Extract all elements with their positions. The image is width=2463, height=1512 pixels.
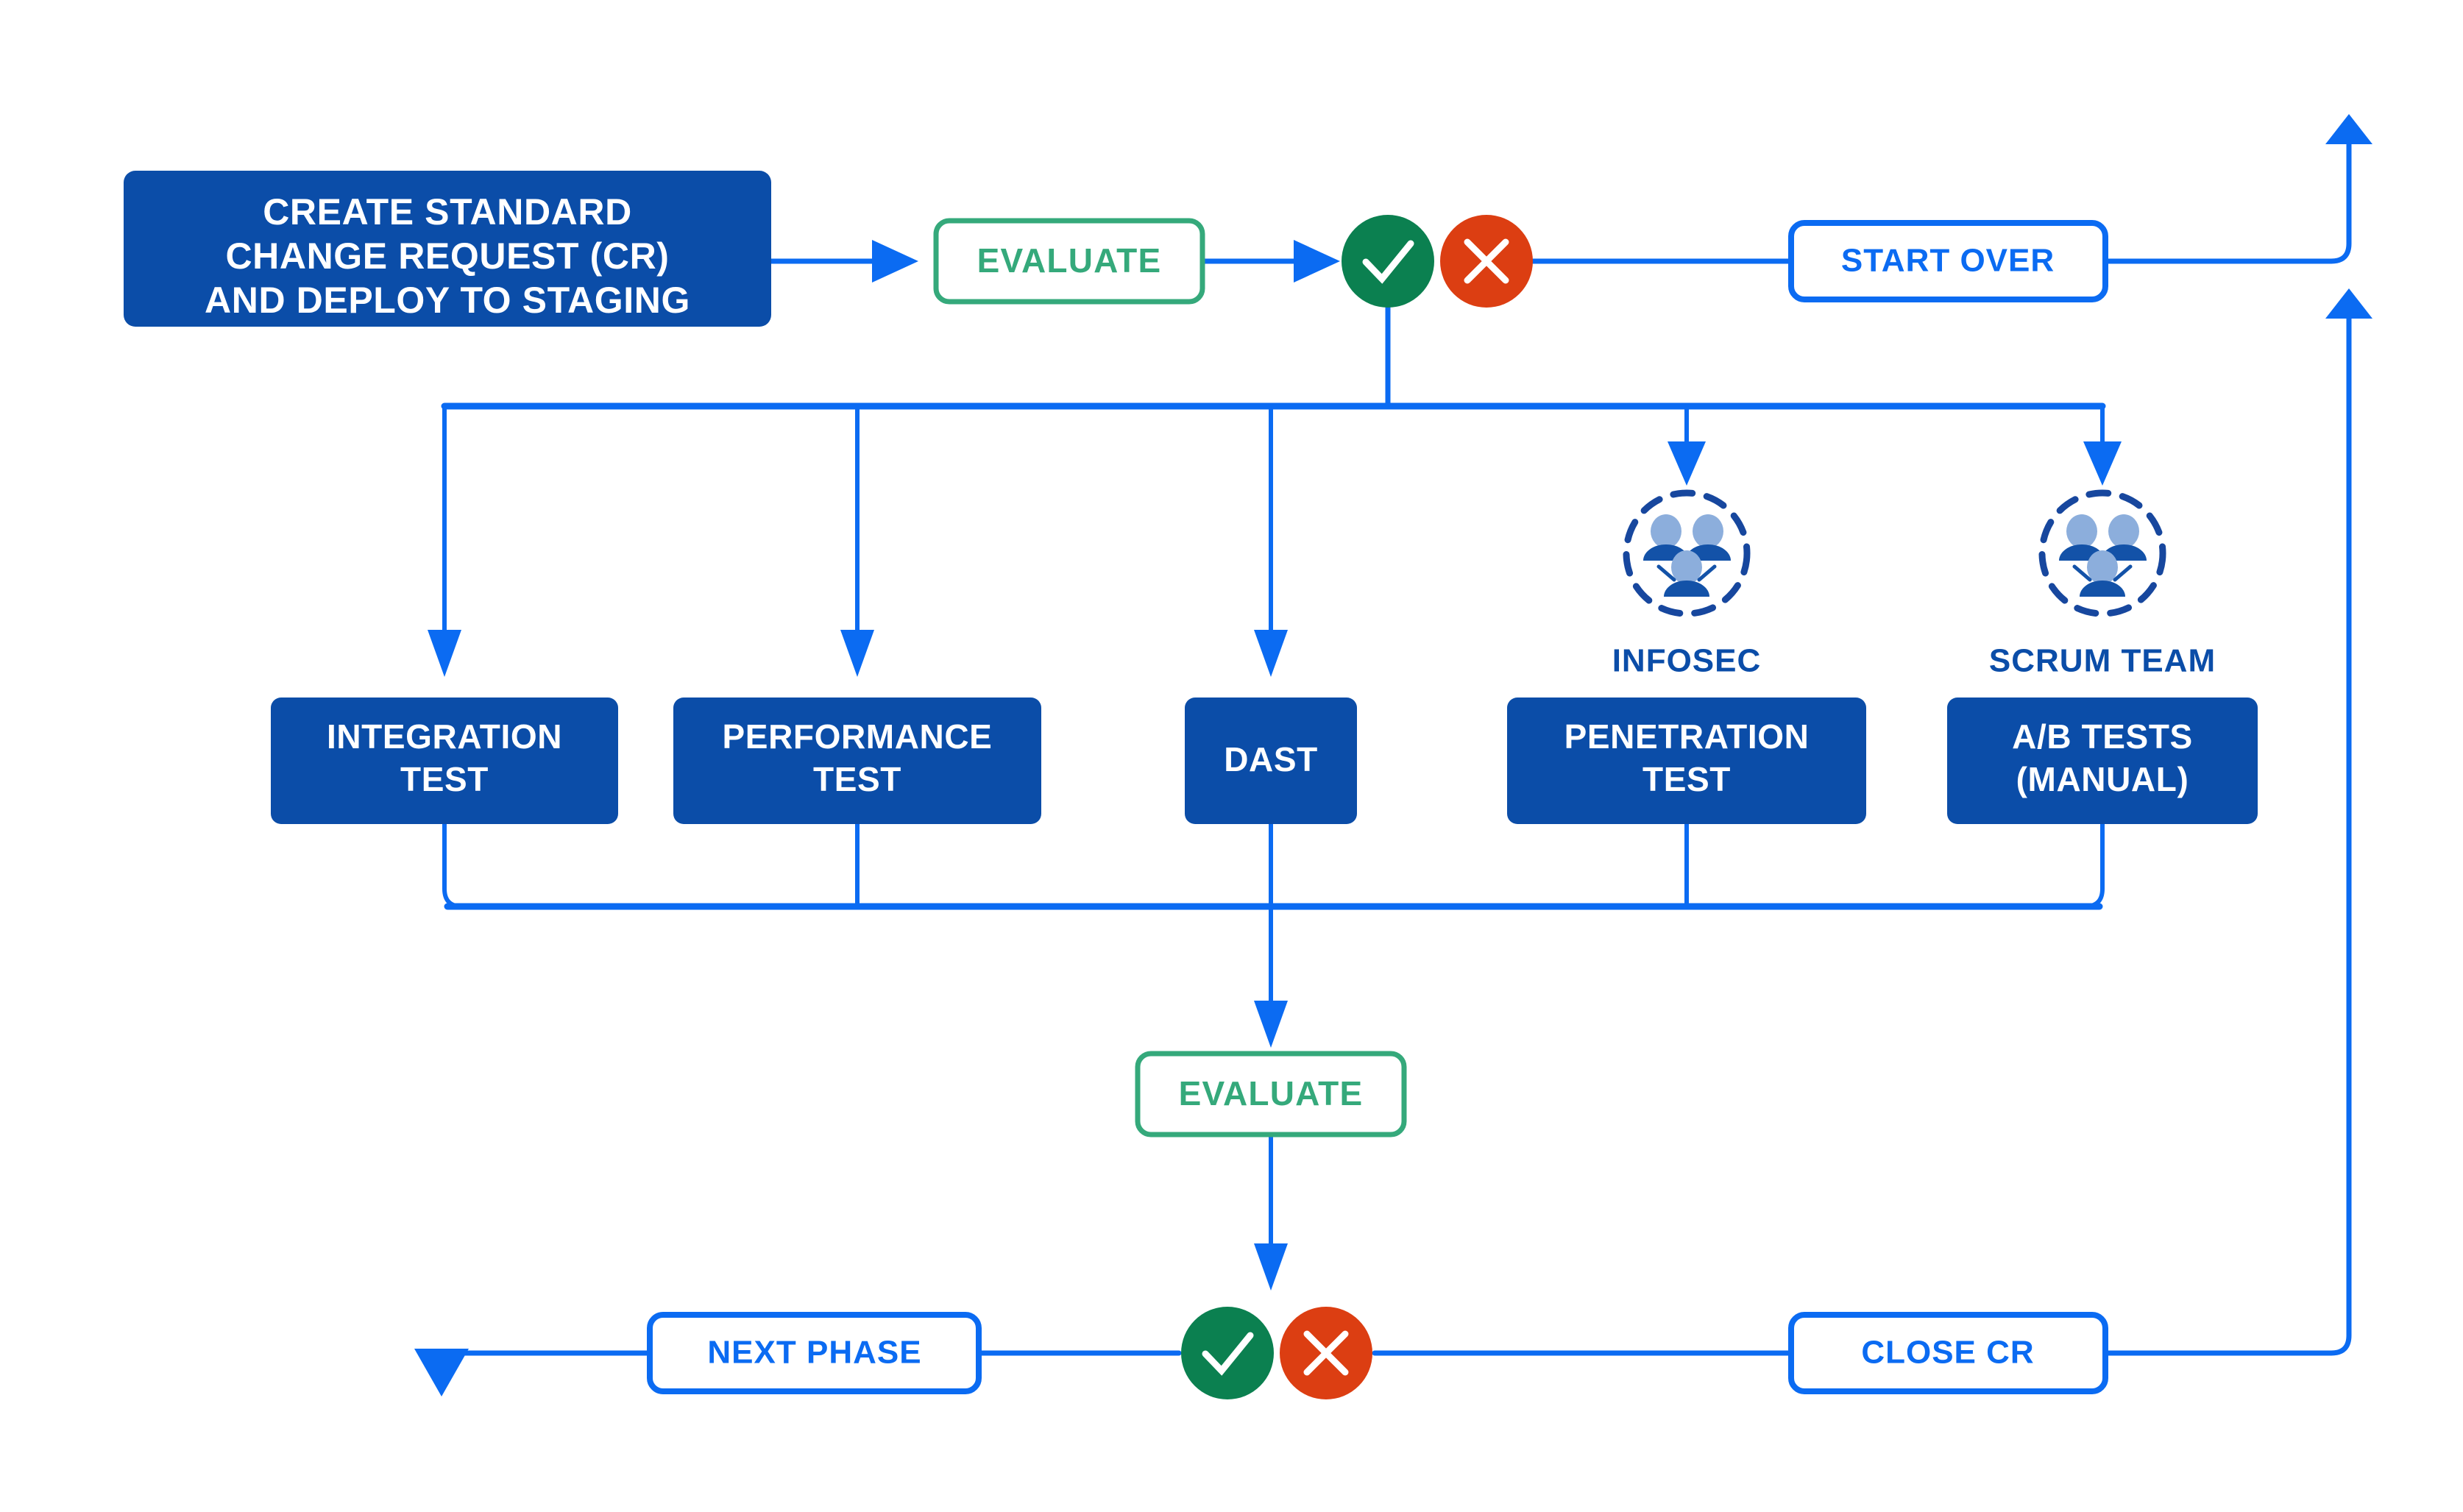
- node-dast[interactable]: DAST: [1185, 698, 1357, 824]
- connector-merge-to-evaluate2: [1254, 906, 1288, 1048]
- node-create-change-request[interactable]: CREATE STANDARD CHANGE REQUEST (CR) AND …: [124, 171, 771, 327]
- close-cr-label: CLOSE CR: [1861, 1335, 2034, 1371]
- node-close-cr[interactable]: CLOSE CR: [1788, 1312, 2108, 1394]
- next-phase-label: NEXT PHASE: [707, 1335, 921, 1371]
- connector-distribution-bus: [441, 402, 2106, 424]
- gate1-pass-check-circle-icon[interactable]: [1342, 215, 1434, 308]
- create-cr-line-3: AND DEPLOY TO STAGING: [205, 280, 690, 321]
- scrum-team-label: SCRUM TEAM: [1989, 643, 2216, 679]
- node-evaluate-2[interactable]: EVALUATE: [1135, 1051, 1407, 1137]
- node-penetration-test[interactable]: PENETRATION TEST: [1507, 698, 1866, 824]
- connector-tests-to-merge-bus: [442, 824, 2105, 910]
- integration-test-line-1: INTEGRATION: [327, 717, 562, 756]
- connector-bus-to-dast: [1254, 409, 1288, 677]
- connector-bus-to-infosec: [1668, 409, 1706, 486]
- integration-test-line-2: TEST: [400, 760, 489, 798]
- create-cr-line-1: CREATE STANDARD: [263, 191, 632, 233]
- penetration-test-line-2: TEST: [1642, 760, 1731, 798]
- connector-bus-to-performance-test: [840, 409, 874, 677]
- node-integration-test[interactable]: INTEGRATION TEST: [271, 698, 618, 824]
- team-group-icon: [2038, 489, 2166, 617]
- node-ab-tests-manual[interactable]: A/B TESTS (MANUAL): [1947, 698, 2258, 824]
- evaluate-1-label: EVALUATE: [977, 241, 1162, 280]
- node-start-over[interactable]: START OVER: [1788, 220, 2108, 302]
- actor-infosec[interactable]: INFOSEC: [1612, 489, 1762, 679]
- ab-tests-line-1: A/B TESTS: [2012, 717, 2193, 756]
- gate2-pass-check-circle-icon[interactable]: [1181, 1307, 1274, 1399]
- ab-tests-line-2: (MANUAL): [2016, 760, 2189, 798]
- connector-start-to-evaluate: [768, 240, 918, 283]
- performance-test-line-1: PERFORMANCE: [723, 717, 993, 756]
- connector-evaluate-to-gate1: [1202, 240, 1340, 283]
- node-evaluate-1[interactable]: EVALUATE: [933, 218, 1205, 305]
- penetration-test-line-1: PENETRATION: [1564, 717, 1810, 756]
- node-performance-test[interactable]: PERFORMANCE TEST: [673, 698, 1041, 824]
- dast-label: DAST: [1224, 740, 1318, 778]
- connector-close-cr-return: [2102, 288, 2372, 1356]
- infosec-label: INFOSEC: [1612, 643, 1762, 679]
- connector-bus-to-scrum-team: [2083, 409, 2122, 486]
- performance-test-line-2: TEST: [813, 760, 901, 798]
- gate1-fail-x-circle-icon[interactable]: [1440, 215, 1533, 308]
- connector-evaluate2-to-gate2: [1254, 1133, 1288, 1291]
- gate2-fail-x-circle-icon[interactable]: [1280, 1307, 1372, 1399]
- evaluate-2-label: EVALUATE: [1179, 1074, 1364, 1112]
- actor-scrum-team[interactable]: SCRUM TEAM: [1989, 489, 2216, 679]
- node-next-phase[interactable]: NEXT PHASE: [647, 1312, 982, 1394]
- connector-bus-to-integration-test: [428, 405, 461, 677]
- connector-next-phase-exit: [414, 1349, 653, 1396]
- create-cr-line-2: CHANGE REQUEST (CR): [225, 235, 669, 277]
- start-over-label: START OVER: [1841, 243, 2055, 279]
- team-group-icon: [1623, 489, 1751, 617]
- connector-start-over-return: [2102, 114, 2372, 264]
